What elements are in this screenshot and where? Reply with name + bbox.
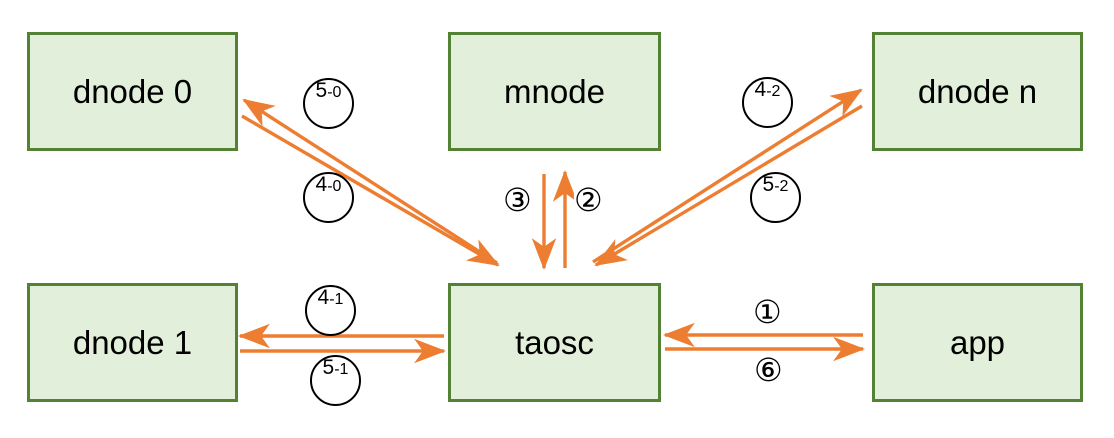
node-app-label: app: [949, 324, 1006, 361]
node-dnode0-label: dnode 0: [72, 73, 193, 110]
edge-tag-4-1-sub: -1: [329, 291, 344, 308]
node-mnode[interactable]: mnode: [448, 32, 661, 151]
edge-tag-5-1-main: 5: [322, 356, 335, 379]
node-dnode1-label: dnode 1: [72, 324, 193, 361]
edge-tag-4-2-sub: -2: [766, 83, 781, 100]
edge-tag-4-0-main: 4: [315, 173, 328, 196]
edge-tag-4-1: 4 -1: [305, 285, 356, 336]
edge-tag-5-1: 5 -1: [310, 355, 361, 406]
edge-tag-4-1-main: 4: [317, 286, 330, 309]
edge-tag-5-0-sub: -0: [327, 84, 342, 101]
edge-tag-5-1-sub: -1: [334, 361, 349, 378]
edge-tag-4-2: 4 -2: [742, 77, 793, 128]
edge-tag-5-0-main: 5: [315, 79, 328, 102]
arrow-4-0: [241, 114, 500, 267]
edge-tag-4-2-main: 4: [754, 78, 767, 101]
node-taosc[interactable]: taosc: [448, 283, 661, 402]
arrow-4-2: [592, 88, 863, 264]
node-mnode-label: mnode: [504, 73, 605, 110]
edge-tag-4-0: 4 -0: [303, 172, 354, 223]
edge-tag-1: ①: [753, 293, 782, 331]
edge-tag-3: ③: [503, 181, 532, 219]
node-taosc-label: taosc: [515, 324, 594, 361]
edge-tag-5-2-main: 5: [762, 173, 775, 196]
node-dnoden[interactable]: dnode n: [872, 32, 1083, 151]
arrow-5-0: [242, 98, 498, 265]
edge-tag-2: ②: [574, 181, 603, 219]
arrow-5-2: [594, 104, 863, 267]
node-dnoden-label: dnode n: [917, 73, 1038, 110]
node-dnode0[interactable]: dnode 0: [27, 32, 238, 151]
edge-tag-6: ⑥: [754, 351, 783, 389]
edge-tag-4-0-sub: -0: [327, 178, 342, 195]
edge-tag-5-2: 5 -2: [750, 172, 801, 223]
edge-tag-5-0: 5 -0: [303, 78, 354, 129]
node-dnode1[interactable]: dnode 1: [27, 283, 238, 402]
edge-tag-5-2-sub: -2: [774, 178, 789, 195]
node-app[interactable]: app: [872, 283, 1083, 402]
